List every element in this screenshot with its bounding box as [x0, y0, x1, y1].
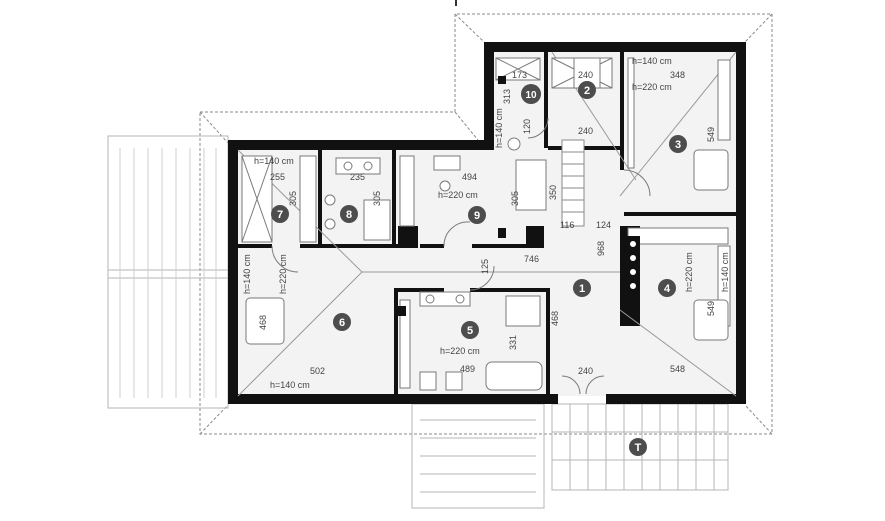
height-220-room6: h=220 cm — [278, 254, 288, 294]
dim-173: 173 — [512, 70, 527, 80]
room-badge-1: 1 — [573, 279, 591, 297]
exterior-walls — [228, 42, 746, 404]
dim-331: 331 — [508, 335, 518, 350]
bottom-stairs — [411, 403, 545, 509]
svg-text:4: 4 — [664, 283, 671, 295]
left-terrace — [107, 135, 229, 409]
room-badge-3: 3 — [669, 135, 687, 153]
staircase — [561, 139, 585, 227]
height-140-room10: h=140 cm — [494, 108, 504, 148]
svg-text:9: 9 — [474, 210, 480, 222]
dim-235: 235 — [350, 172, 365, 182]
roof-outline — [199, 13, 773, 435]
dim-348-top: 348 — [670, 70, 685, 80]
room-badge-7: 7 — [271, 205, 289, 223]
dim-548-bottom: 548 — [670, 364, 685, 374]
svg-text:2: 2 — [584, 85, 590, 97]
room-badge-5: 5 — [461, 321, 479, 339]
height-220-room5: h=220 cm — [440, 346, 480, 356]
furniture — [245, 57, 729, 391]
svg-text:3: 3 — [675, 139, 681, 151]
room-badge-T: T — [629, 438, 647, 456]
height-220-room9: h=220 cm — [438, 190, 478, 200]
doors — [271, 117, 651, 395]
height-labels: h=140 cm h=220 cm h=140 cm h=140 cm h=22… — [242, 56, 730, 390]
dim-255: 255 — [270, 172, 285, 182]
dim-116: 116 — [560, 220, 574, 230]
dim-494: 494 — [462, 172, 477, 182]
room-badge-2: 2 — [578, 81, 596, 99]
dim-305-room9: 305 — [510, 191, 520, 206]
dim-549-room3: 549 — [706, 127, 716, 142]
room-badge-4: 4 — [658, 279, 676, 297]
dim-240-top: 240 — [578, 70, 593, 80]
dim-549-room4: 549 — [706, 301, 716, 316]
dim-240-bottom: 240 — [578, 366, 593, 376]
svg-text:8: 8 — [346, 209, 352, 221]
dim-305-room7: 305 — [288, 191, 298, 206]
room-badge-9: 9 — [468, 206, 486, 224]
svg-text:7: 7 — [277, 209, 283, 221]
dim-120: 120 — [522, 119, 532, 134]
svg-text:T: T — [635, 442, 642, 454]
svg-text:5: 5 — [467, 325, 473, 337]
roof-slope-lines — [237, 51, 737, 397]
dim-468-room1: 468 — [550, 311, 560, 326]
appliance-dots — [398, 76, 640, 316]
room-badge-10: 10 — [521, 84, 541, 104]
dim-125: 125 — [480, 259, 490, 274]
dim-468-room6: 468 — [258, 315, 268, 330]
dim-968: 968 — [596, 241, 606, 256]
svg-text:1: 1 — [579, 283, 585, 295]
dim-313: 313 — [502, 89, 512, 104]
dim-502: 502 — [310, 366, 325, 376]
dim-489: 489 — [460, 364, 475, 374]
dim-240-mid: 240 — [578, 126, 593, 136]
height-140-room7: h=140 cm — [254, 156, 294, 166]
dim-305-room8: 305 — [372, 191, 382, 206]
height-140-room4: h=140 cm — [720, 252, 730, 292]
svg-text:10: 10 — [525, 90, 537, 101]
height-140-room6: h=140 cm — [242, 254, 252, 294]
height-220-room4: h=220 cm — [684, 252, 694, 292]
dim-350: 350 — [548, 185, 558, 200]
dim-746: 746 — [524, 254, 539, 264]
room-badges: 1 2 3 4 5 6 7 8 — [271, 81, 687, 456]
dimension-labels: 173 313 240 240 348 549 120 350 116 124 … — [258, 70, 716, 376]
svg-text:6: 6 — [339, 317, 345, 329]
height-220-room3: h=220 cm — [632, 82, 672, 92]
room-badge-6: 6 — [333, 313, 351, 331]
height-140-room3: h=140 cm — [632, 56, 672, 66]
room-badge-8: 8 — [340, 205, 358, 223]
height-140-room6-bottom: h=140 cm — [270, 380, 310, 390]
dim-124: 124 — [596, 220, 611, 230]
